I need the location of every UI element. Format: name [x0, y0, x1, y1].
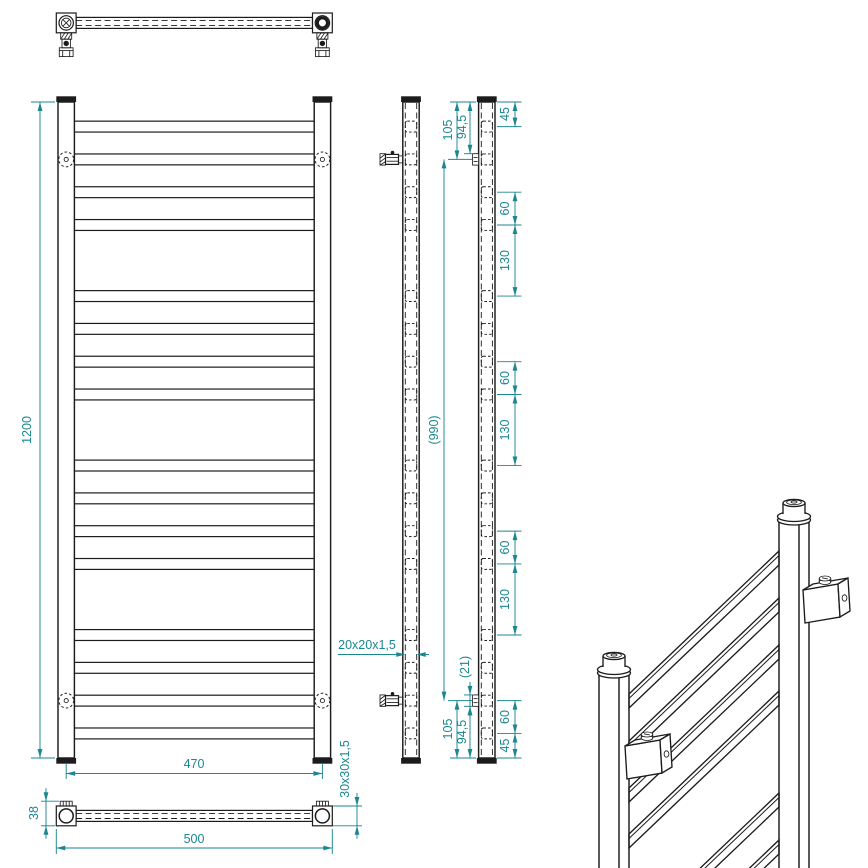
iso-right-tube-fill: [779, 517, 809, 868]
bottom-view-caps: [55, 800, 333, 827]
bottom-view: [55, 800, 333, 827]
iso-right-tube-edges: [778, 518, 810, 868]
dim-group-gap: 130: [498, 250, 512, 271]
dim-plate-height: (21): [458, 656, 472, 678]
dim-rung-gap: 60: [498, 710, 512, 724]
front-bracket-holes: [58, 151, 331, 709]
side1-top-cap: [401, 96, 421, 102]
dimension-labels: 1200 470 500 38 30x30x1,5 20x20x1,5 105 …: [20, 107, 512, 846]
side1-rung-ends: [404, 120, 418, 740]
top-view: [55, 12, 333, 58]
iso-rungs: [628, 549, 780, 868]
front-right-tube: [313, 101, 332, 759]
side1-bottom-cap: [401, 758, 421, 764]
dim-rung-gap: 60: [498, 371, 512, 385]
side2-top-cap: [476, 96, 497, 102]
iso-tube-caps: [596, 498, 812, 679]
dim-group-gap: 130: [498, 589, 512, 610]
front-left-top-cap: [56, 96, 77, 102]
front-view: [56, 96, 333, 764]
dim-height: 1200: [20, 416, 34, 444]
front-left-bottom-cap: [56, 758, 77, 764]
side2-bracket-stubs: [472, 153, 480, 707]
dim-rail-span: 470: [184, 757, 205, 771]
bottom-view-rail: [75, 809, 314, 823]
side1-wall-brackets: [379, 150, 404, 707]
front-left-tube: [57, 101, 76, 759]
iso-view: [596, 498, 851, 868]
iso-wall-brackets: [624, 575, 851, 780]
dim-end-margin-top: 45: [498, 107, 512, 121]
dimension-lines: [31, 101, 522, 854]
dim-depth: 38: [27, 806, 41, 820]
dim-rung-gap: 60: [498, 202, 512, 216]
front-right-top-cap: [312, 96, 333, 102]
top-view-bracket-assemblies: [55, 12, 333, 58]
dim-plate-offset-top: 94,5: [455, 115, 469, 139]
dim-rung-gap: 60: [498, 541, 512, 555]
side2-bottom-cap: [476, 758, 497, 764]
dim-plate-offset-bottom: 94,5: [455, 720, 469, 744]
dim-bracket-offset-bottom: 105: [441, 719, 455, 740]
dim-end-margin-bottom: 45: [498, 739, 512, 753]
side-view-left-column: [379, 96, 421, 764]
top-view-rail: [75, 16, 314, 29]
dim-tube-profile: 30x30x1,5: [338, 740, 352, 798]
iso-left-tube-fill: [599, 670, 629, 868]
front-rungs: [73, 120, 315, 740]
dim-rung-profile: 20x20x1,5: [338, 638, 396, 652]
front-right-bottom-cap: [312, 758, 333, 764]
dim-bracket-span: (990): [427, 415, 441, 444]
dim-group-gap: 130: [498, 420, 512, 441]
dim-bracket-offset-top: 105: [441, 120, 455, 141]
side-view-right-column: [472, 96, 497, 764]
side2-rung-ends: [480, 120, 493, 740]
dim-overall-width: 500: [184, 832, 205, 846]
